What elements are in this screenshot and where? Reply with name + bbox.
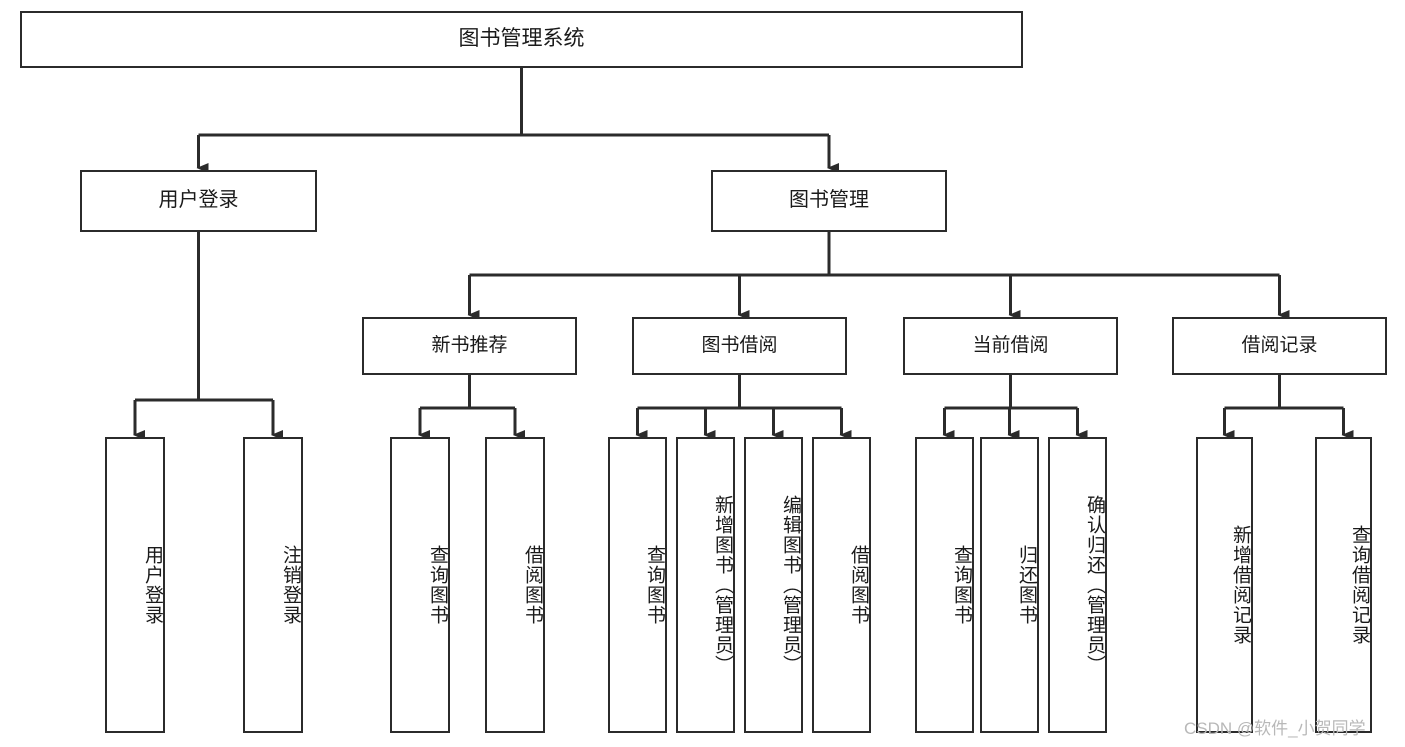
node-label: 用户登录 — [142, 545, 163, 625]
node-leaf-0[interactable]: 用户登录 — [105, 437, 165, 733]
node-level2-2[interactable]: 当前借阅 — [903, 317, 1118, 375]
node-leaf-4[interactable]: 查询图书 — [608, 437, 667, 733]
node-leaf-10[interactable]: 确认归还（管理员） — [1048, 437, 1107, 733]
node-label: 查询图书 — [427, 545, 448, 625]
node-label: 编辑图书（管理员） — [780, 495, 801, 675]
node-leaf-6[interactable]: 编辑图书（管理员） — [744, 437, 803, 733]
node-label: 当前借阅 — [972, 334, 1049, 356]
node-label: 图书管理系统 — [458, 27, 585, 51]
node-label: 借阅图书 — [522, 545, 543, 625]
node-level2-1[interactable]: 图书借阅 — [632, 317, 847, 375]
node-root[interactable]: 图书管理系统 — [20, 11, 1023, 68]
node-label: 新增借阅记录 — [1230, 525, 1251, 645]
node-label: 借阅记录 — [1241, 334, 1318, 356]
node-level1-0[interactable]: 用户登录 — [80, 170, 317, 232]
node-leaf-11[interactable]: 新增借阅记录 — [1196, 437, 1253, 733]
node-leaf-2[interactable]: 查询图书 — [390, 437, 450, 733]
node-label: 新书推荐 — [431, 334, 508, 356]
node-label: 查询借阅记录 — [1349, 525, 1370, 645]
node-label: 借阅图书 — [848, 545, 869, 625]
node-label: 新增图书（管理员） — [712, 495, 733, 675]
node-label: 图书借阅 — [701, 334, 778, 356]
node-label: 用户登录 — [158, 189, 239, 212]
node-leaf-7[interactable]: 借阅图书 — [812, 437, 871, 733]
node-leaf-1[interactable]: 注销登录 — [243, 437, 303, 733]
node-level1-1[interactable]: 图书管理 — [711, 170, 947, 232]
node-label: 图书管理 — [789, 189, 869, 212]
node-label: 查询图书 — [644, 545, 665, 625]
node-level2-0[interactable]: 新书推荐 — [362, 317, 577, 375]
node-leaf-12[interactable]: 查询借阅记录 — [1315, 437, 1372, 733]
node-leaf-3[interactable]: 借阅图书 — [485, 437, 545, 733]
node-leaf-5[interactable]: 新增图书（管理员） — [676, 437, 735, 733]
node-level2-3[interactable]: 借阅记录 — [1172, 317, 1387, 375]
node-label: 归还图书 — [1016, 545, 1037, 625]
node-leaf-8[interactable]: 查询图书 — [915, 437, 974, 733]
node-label: 查询图书 — [951, 545, 972, 625]
node-leaf-9[interactable]: 归还图书 — [980, 437, 1039, 733]
node-label: 注销登录 — [280, 545, 301, 625]
node-label: 确认归还（管理员） — [1084, 495, 1105, 675]
